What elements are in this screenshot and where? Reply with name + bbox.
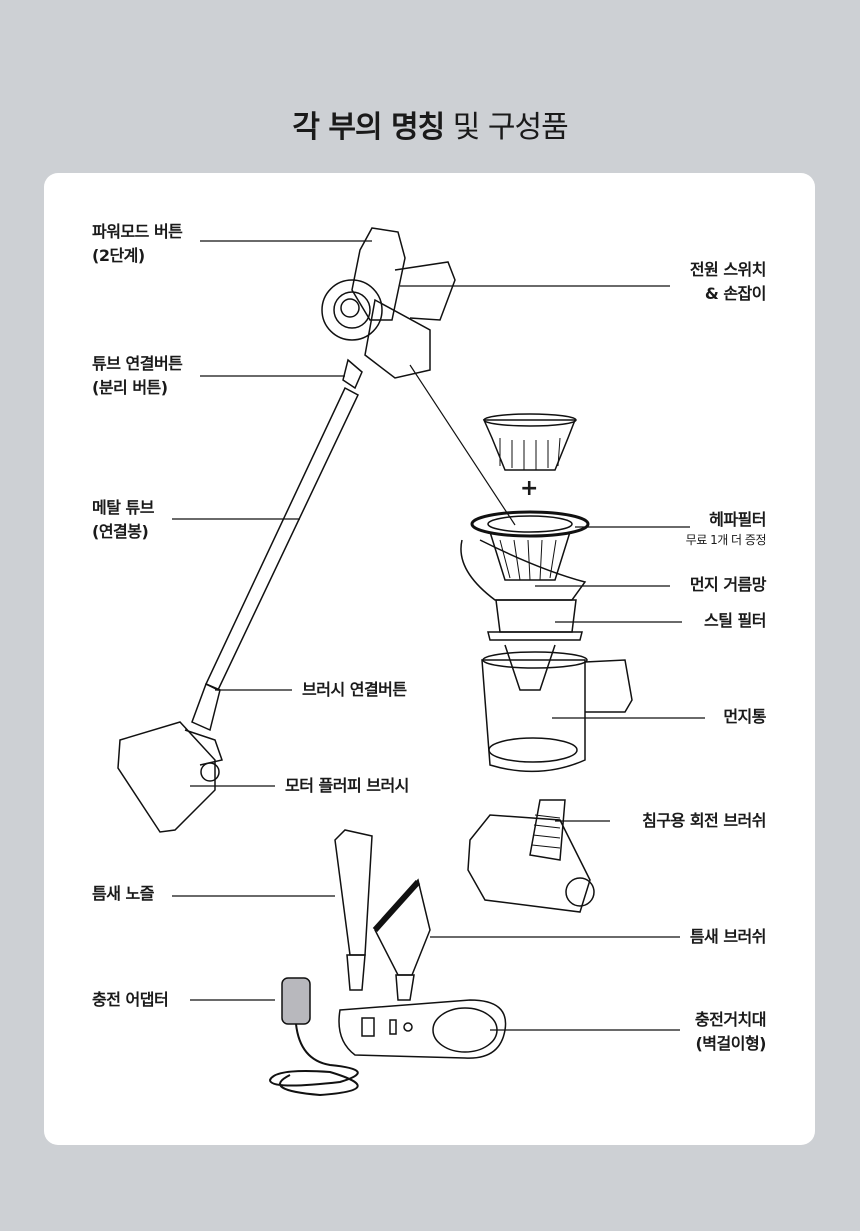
label-note: 무료 1개 더 증정 [685,533,767,547]
label-power-switch-handle: 전원 스위치 & 손잡이 [689,258,767,306]
adapter-drawing [268,977,359,1097]
label-line2: (2단계) [92,246,145,265]
label-dust-bin: 먼지통 [723,705,766,729]
label-line1: 틈새 브러쉬 [689,927,767,946]
hepa-filter-spare-drawing [482,413,577,471]
plus-sign: + [520,476,539,501]
label-line2: & 손잡이 [704,284,767,303]
label-charging-adapter: 충전 어댑터 [92,988,169,1012]
label-line1: 먼지 거름망 [689,575,767,594]
label-line1: 충전거치대 [694,1010,767,1029]
dust-mesh-drawing [460,539,587,601]
vacuum-body-drawing [321,227,456,390]
steel-filter-drawing [487,599,583,691]
label-line1: 모터 플러피 브러시 [285,776,409,795]
label-crevice-nozzle: 틈새 노즐 [92,882,154,906]
crevice-brush-drawing [372,878,431,1001]
label-power-mode-button: 파워모드 버튼 (2단계) [92,220,183,268]
label-metal-tube: 메탈 튜브 (연결봉) [92,496,154,544]
label-line1: 파워모드 버튼 [92,222,183,241]
leader-lines [172,240,705,1031]
label-line1: 메탈 튜브 [92,498,154,517]
label-line1: 스틸 필터 [704,611,766,630]
label-line2: (벽걸이형) [695,1034,766,1053]
title-bold: 각 부의 명칭 [292,110,445,145]
title-light: 및 구성품 [452,110,569,145]
label-line1: 먼지통 [723,707,766,726]
label-line1: 튜브 연결버튼 [92,354,183,373]
label-line1: 충전 어댑터 [92,990,169,1009]
label-hepa-filter: 헤파필터 무료 1개 더 증정 [685,508,767,548]
label-line1: 브러시 연결버튼 [302,680,407,699]
label-line2: (분리 버튼) [92,378,168,397]
label-brush-connect-button: 브러시 연결버튼 [302,678,407,702]
label-line1: 침구용 회전 브러쉬 [642,811,766,830]
page-title: 각 부의 명칭 및 구성품 [0,102,860,146]
crevice-nozzle-drawing [334,829,373,991]
label-charging-stand: 충전거치대 (벽걸이형) [694,1008,767,1056]
label-line1: 틈새 노즐 [92,884,154,903]
label-steel-filter: 스틸 필터 [704,609,766,633]
dust-bin-drawing [481,651,633,773]
label-tube-connect-button: 튜브 연결버튼 (분리 버튼) [92,352,183,400]
label-dust-mesh: 먼지 거름망 [689,573,767,597]
charging-stand-drawing [338,999,507,1059]
label-motor-fluffy-brush: 모터 플러피 브러시 [285,774,409,798]
bed-brush-drawing [467,799,595,913]
metal-tube-drawing [191,386,359,732]
label-line1: 전원 스위치 [689,260,767,279]
label-line2: (연결봉) [92,522,149,541]
label-bed-rotating-brush: 침구용 회전 브러쉬 [642,809,766,833]
floor-brush-drawing [117,721,223,833]
hepa-filter-drawing [470,510,590,581]
label-line1: 헤파필터 [709,510,766,529]
label-crevice-brush: 틈새 브러쉬 [689,925,767,949]
